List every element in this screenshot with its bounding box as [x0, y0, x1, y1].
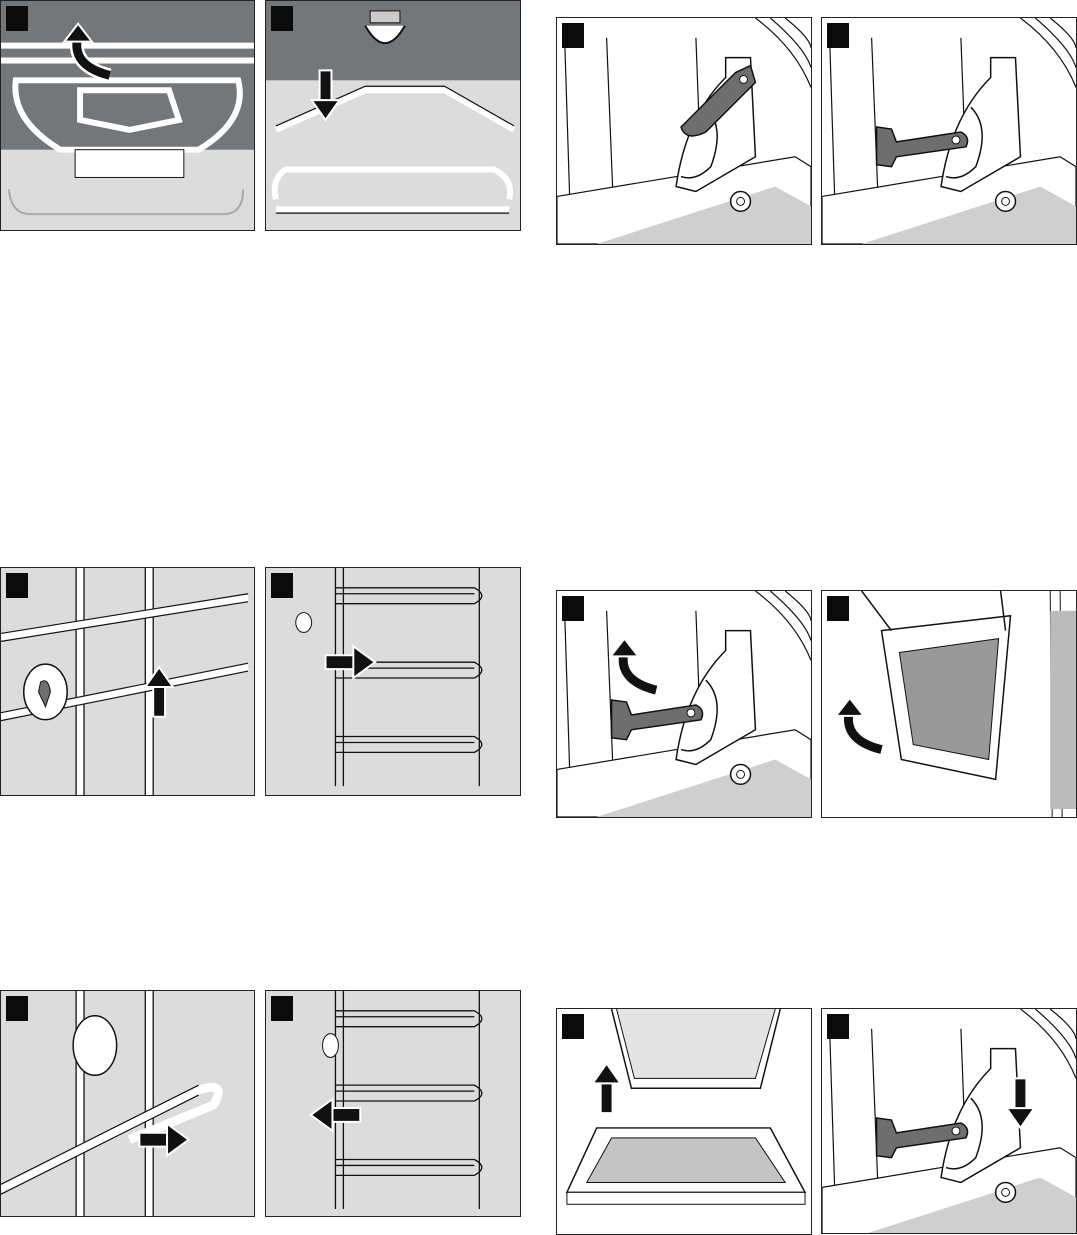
step-open-hinge-lever — [556, 17, 812, 245]
illustration — [557, 18, 811, 244]
door-surface — [596, 186, 811, 244]
screw-icon — [994, 190, 1017, 213]
hinge-lever — [875, 1117, 969, 1159]
step-push-rail-in — [265, 990, 521, 1217]
curved-up-arrow-icon — [62, 22, 112, 83]
step-pull-rail-out — [265, 567, 521, 796]
left-arrow-icon — [308, 1097, 362, 1133]
illustration — [266, 568, 520, 795]
step-marker — [6, 573, 28, 598]
step-marker — [827, 1014, 849, 1039]
step-marker — [6, 6, 28, 31]
step-marker — [271, 6, 293, 31]
down-arrow-icon — [309, 69, 342, 122]
hinge-lever — [875, 126, 969, 168]
step-marker — [271, 573, 293, 598]
step-insert-rail — [0, 990, 255, 1217]
illustration — [822, 1009, 1076, 1233]
step-marker — [562, 596, 584, 621]
illustration — [266, 991, 520, 1216]
step-remove-door — [821, 590, 1077, 818]
door-surface — [861, 186, 1076, 244]
curved-up-arrow-icon — [833, 696, 884, 757]
down-arrow-icon — [1004, 1077, 1037, 1130]
step-marker — [6, 996, 28, 1021]
step-close-hinge-lever — [556, 590, 812, 818]
door-surface — [596, 759, 811, 817]
illustration — [1, 1, 254, 230]
step-unhook-rack-clip — [0, 0, 255, 231]
illustration — [833, 591, 1076, 817]
illustration — [565, 1009, 807, 1205]
step-marker — [562, 23, 584, 48]
hands — [861, 591, 1007, 632]
step-marker — [271, 996, 293, 1021]
step-marker — [562, 1014, 584, 1039]
step-marker — [827, 596, 849, 621]
illustration — [1, 991, 254, 1216]
door-surface — [867, 1177, 1076, 1233]
illustration — [266, 1, 520, 230]
step-hook-rack-clip — [265, 0, 521, 231]
step-hinge-lever-open — [821, 17, 1077, 245]
up-arrow-icon — [590, 1061, 623, 1115]
step-attach-door — [556, 1008, 812, 1235]
hinge-lever — [610, 699, 704, 741]
step-marker — [827, 23, 849, 48]
right-arrow-icon — [324, 644, 377, 680]
step-lock-hinge — [821, 1008, 1077, 1234]
screw-icon — [729, 763, 752, 786]
illustration — [557, 591, 811, 817]
screw-icon — [729, 190, 752, 213]
hinge-lever — [680, 64, 757, 137]
curved-down-arrow-icon — [608, 636, 659, 697]
illustration — [822, 18, 1076, 244]
step-lift-rail — [0, 567, 255, 796]
illustration — [1, 568, 254, 795]
up-arrow-icon — [143, 665, 175, 718]
right-arrow-icon — [138, 1121, 191, 1158]
screw-icon — [994, 1181, 1017, 1204]
